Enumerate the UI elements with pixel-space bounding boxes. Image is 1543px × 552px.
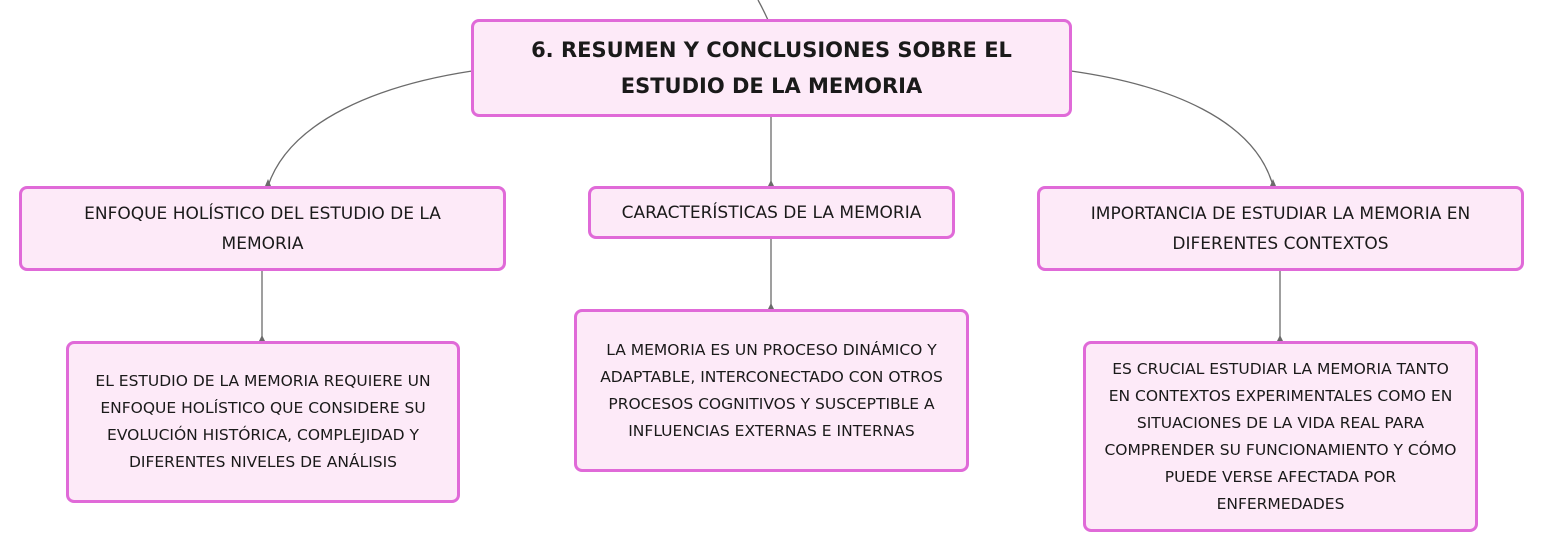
connector-arrowheads	[259, 179, 1283, 341]
branch-label: ENFOQUE HOLÍSTICO DEL ESTUDIO DE LA MEMO…	[84, 203, 441, 254]
arrowhead	[768, 303, 774, 309]
root-topic-node[interactable]: 6. RESUMEN Y CONCLUSIONES SOBRE EL ESTUD…	[471, 19, 1072, 117]
arrowhead	[1270, 179, 1276, 186]
branch-node-enfoque-holistico[interactable]: ENFOQUE HOLÍSTICO DEL ESTUDIO DE LA MEMO…	[19, 186, 506, 271]
arrowhead	[1277, 335, 1283, 341]
branch-node-importancia[interactable]: IMPORTANCIA DE ESTUDIAR LA MEMORIA EN DI…	[1037, 186, 1524, 271]
arrowhead	[768, 180, 774, 186]
arrowhead	[265, 179, 271, 186]
arrowhead	[259, 335, 265, 341]
detail-text: EL ESTUDIO DE LA MEMORIA REQUIERE UN ENF…	[95, 372, 431, 471]
branch-label: IMPORTANCIA DE ESTUDIAR LA MEMORIA EN DI…	[1090, 203, 1471, 254]
detail-node-caracteristicas[interactable]: LA MEMORIA ES UN PROCESO DINÁMICO Y ADAP…	[574, 309, 969, 472]
branch-label: CARACTERÍSTICAS DE LA MEMORIA	[621, 202, 922, 223]
root-topic-label: 6. RESUMEN Y CONCLUSIONES SOBRE EL ESTUD…	[531, 38, 1012, 98]
detail-text: ES CRUCIAL ESTUDIAR LA MEMORIA TANTO EN …	[1104, 359, 1457, 513]
connector-root-to-branch-1	[267, 70, 473, 187]
detail-text: LA MEMORIA ES UN PROCESO DINÁMICO Y ADAP…	[600, 340, 943, 440]
detail-node-importancia[interactable]: ES CRUCIAL ESTUDIAR LA MEMORIA TANTO EN …	[1083, 341, 1478, 532]
detail-node-enfoque-holistico[interactable]: EL ESTUDIO DE LA MEMORIA REQUIERE UN ENF…	[66, 341, 460, 503]
incoming-connector	[757, 0, 769, 21]
branch-node-caracteristicas[interactable]: CARACTERÍSTICAS DE LA MEMORIA	[588, 186, 955, 239]
connector-root-to-branch-3	[1070, 70, 1274, 187]
